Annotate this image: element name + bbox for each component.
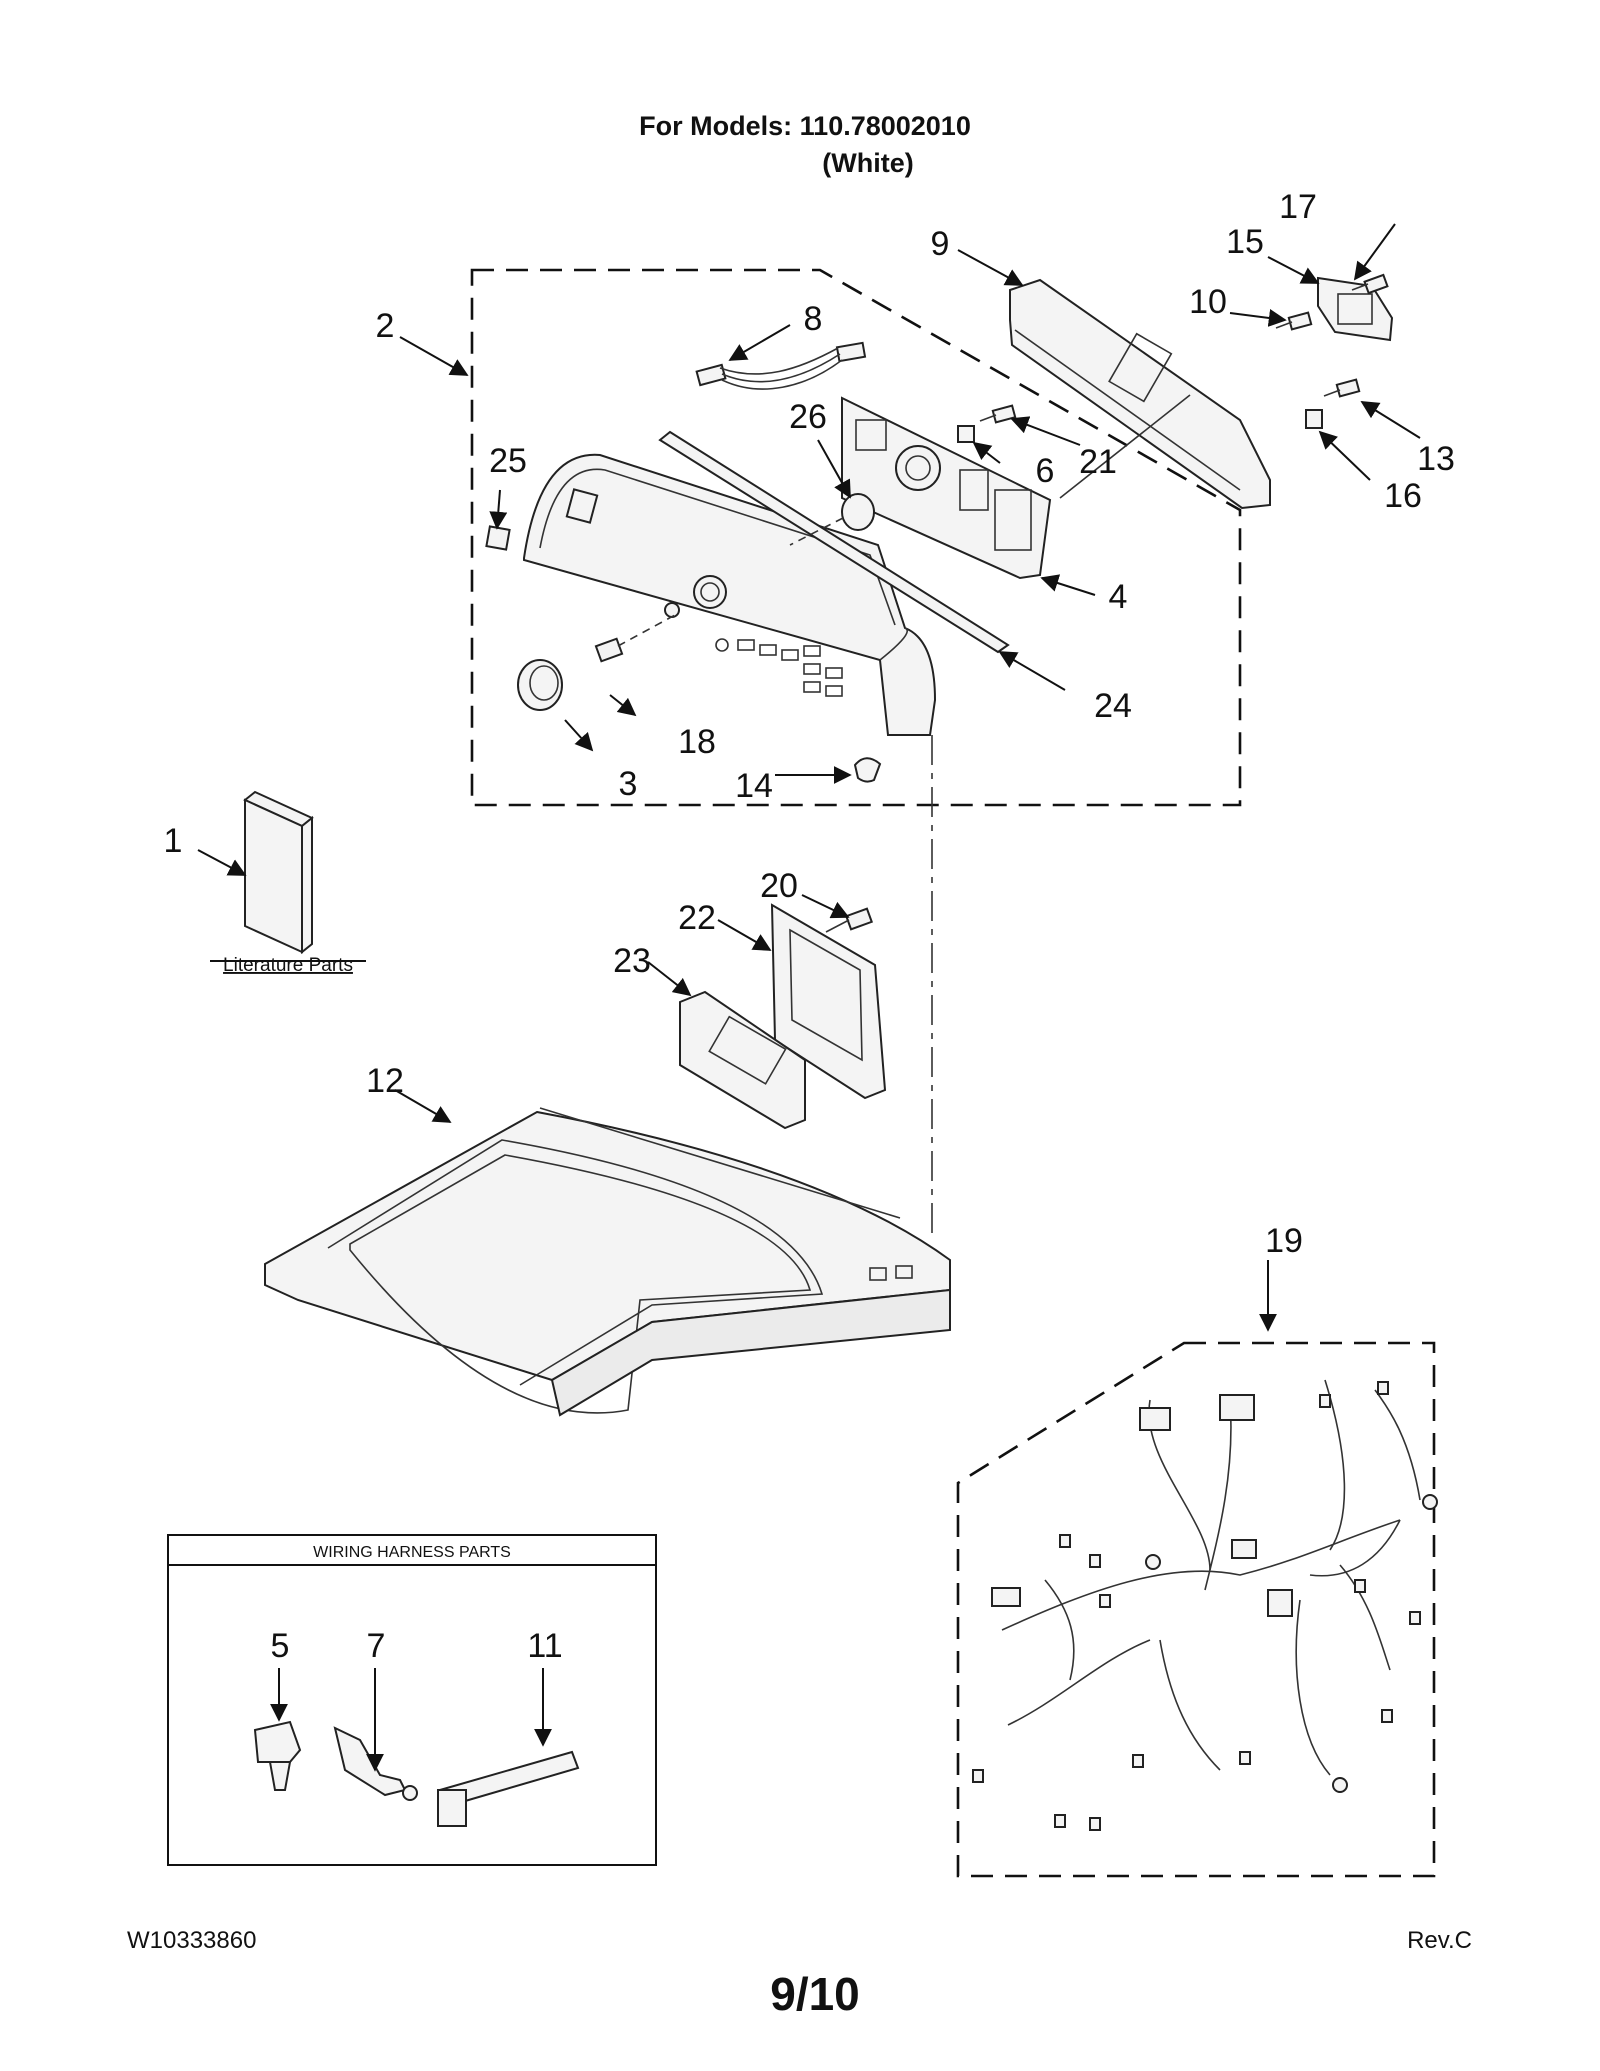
callout-8: 8: [804, 300, 823, 338]
wiring-harness-parts-box: [167, 1534, 657, 1866]
trim-strip: [658, 430, 1010, 654]
label-25: [485, 525, 511, 551]
callout-9: 9: [931, 225, 950, 263]
literature-book: [243, 790, 314, 955]
wire-harness-8: [695, 341, 867, 390]
console-assembly-boundary: [470, 268, 1242, 807]
callout-16: 16: [1384, 477, 1422, 515]
console-back-plate: [1009, 278, 1271, 510]
callout-12: 12: [366, 1062, 404, 1100]
disc-26: [841, 493, 875, 531]
callout-23: 23: [613, 942, 651, 980]
callout-5: 5: [271, 1627, 290, 1665]
document-number: W10333860: [127, 1927, 256, 1954]
callout-26: 26: [789, 398, 827, 436]
callout-2: 2: [376, 307, 395, 345]
callout-22: 22: [678, 899, 716, 937]
callout-18: 18: [678, 723, 716, 761]
callout-17: 17: [1279, 188, 1317, 226]
cable-tie-11: [437, 1750, 580, 1827]
callout-3: 3: [619, 765, 638, 803]
spacer-18: [594, 614, 676, 663]
callout-20: 20: [760, 867, 798, 905]
callout-13: 13: [1417, 440, 1455, 478]
callout-6: 6: [1036, 452, 1055, 490]
clip-14: [853, 757, 882, 783]
page-number: 9/10: [770, 1968, 860, 2020]
callout-15: 15: [1226, 223, 1264, 261]
leader-arrows: [197, 223, 1421, 1772]
screw-17: [1351, 273, 1389, 295]
callout-4: 4: [1109, 578, 1128, 616]
callout-21: 21: [1079, 443, 1117, 481]
callout-11: 11: [527, 1627, 562, 1665]
clip-5: [253, 1720, 302, 1791]
main-wiring-harness: [972, 1379, 1438, 1831]
callout-24: 24: [1094, 687, 1132, 725]
callout-19: 19: [1265, 1222, 1303, 1260]
revision: Rev.C: [1407, 1927, 1472, 1954]
callout-14: 14: [735, 767, 773, 805]
screw-10: [1275, 311, 1313, 331]
callout-25: 25: [489, 442, 527, 480]
screw-21: [979, 404, 1017, 424]
electronic-module: [679, 990, 806, 1130]
top-panel: [264, 1107, 951, 1417]
model-title: For Models: 110.78002010: [639, 111, 971, 141]
callout-1: 1: [164, 822, 183, 860]
clip-16: [1305, 409, 1323, 429]
clip-6: [957, 425, 975, 443]
knob: [517, 659, 563, 711]
screw-20: [825, 907, 874, 933]
main-harness-boundary: [956, 1341, 1436, 1878]
literature-parts-label: Literature Parts: [223, 955, 353, 976]
callout-10: 10: [1189, 283, 1227, 321]
model-color: (White): [822, 148, 913, 178]
screw-13: [1323, 378, 1361, 398]
callout-7: 7: [367, 1627, 386, 1665]
wiring-harness-parts-title: WIRING HARNESS PARTS: [313, 1544, 511, 1561]
control-console: [523, 453, 937, 736]
mounting-plate: [770, 903, 887, 1100]
